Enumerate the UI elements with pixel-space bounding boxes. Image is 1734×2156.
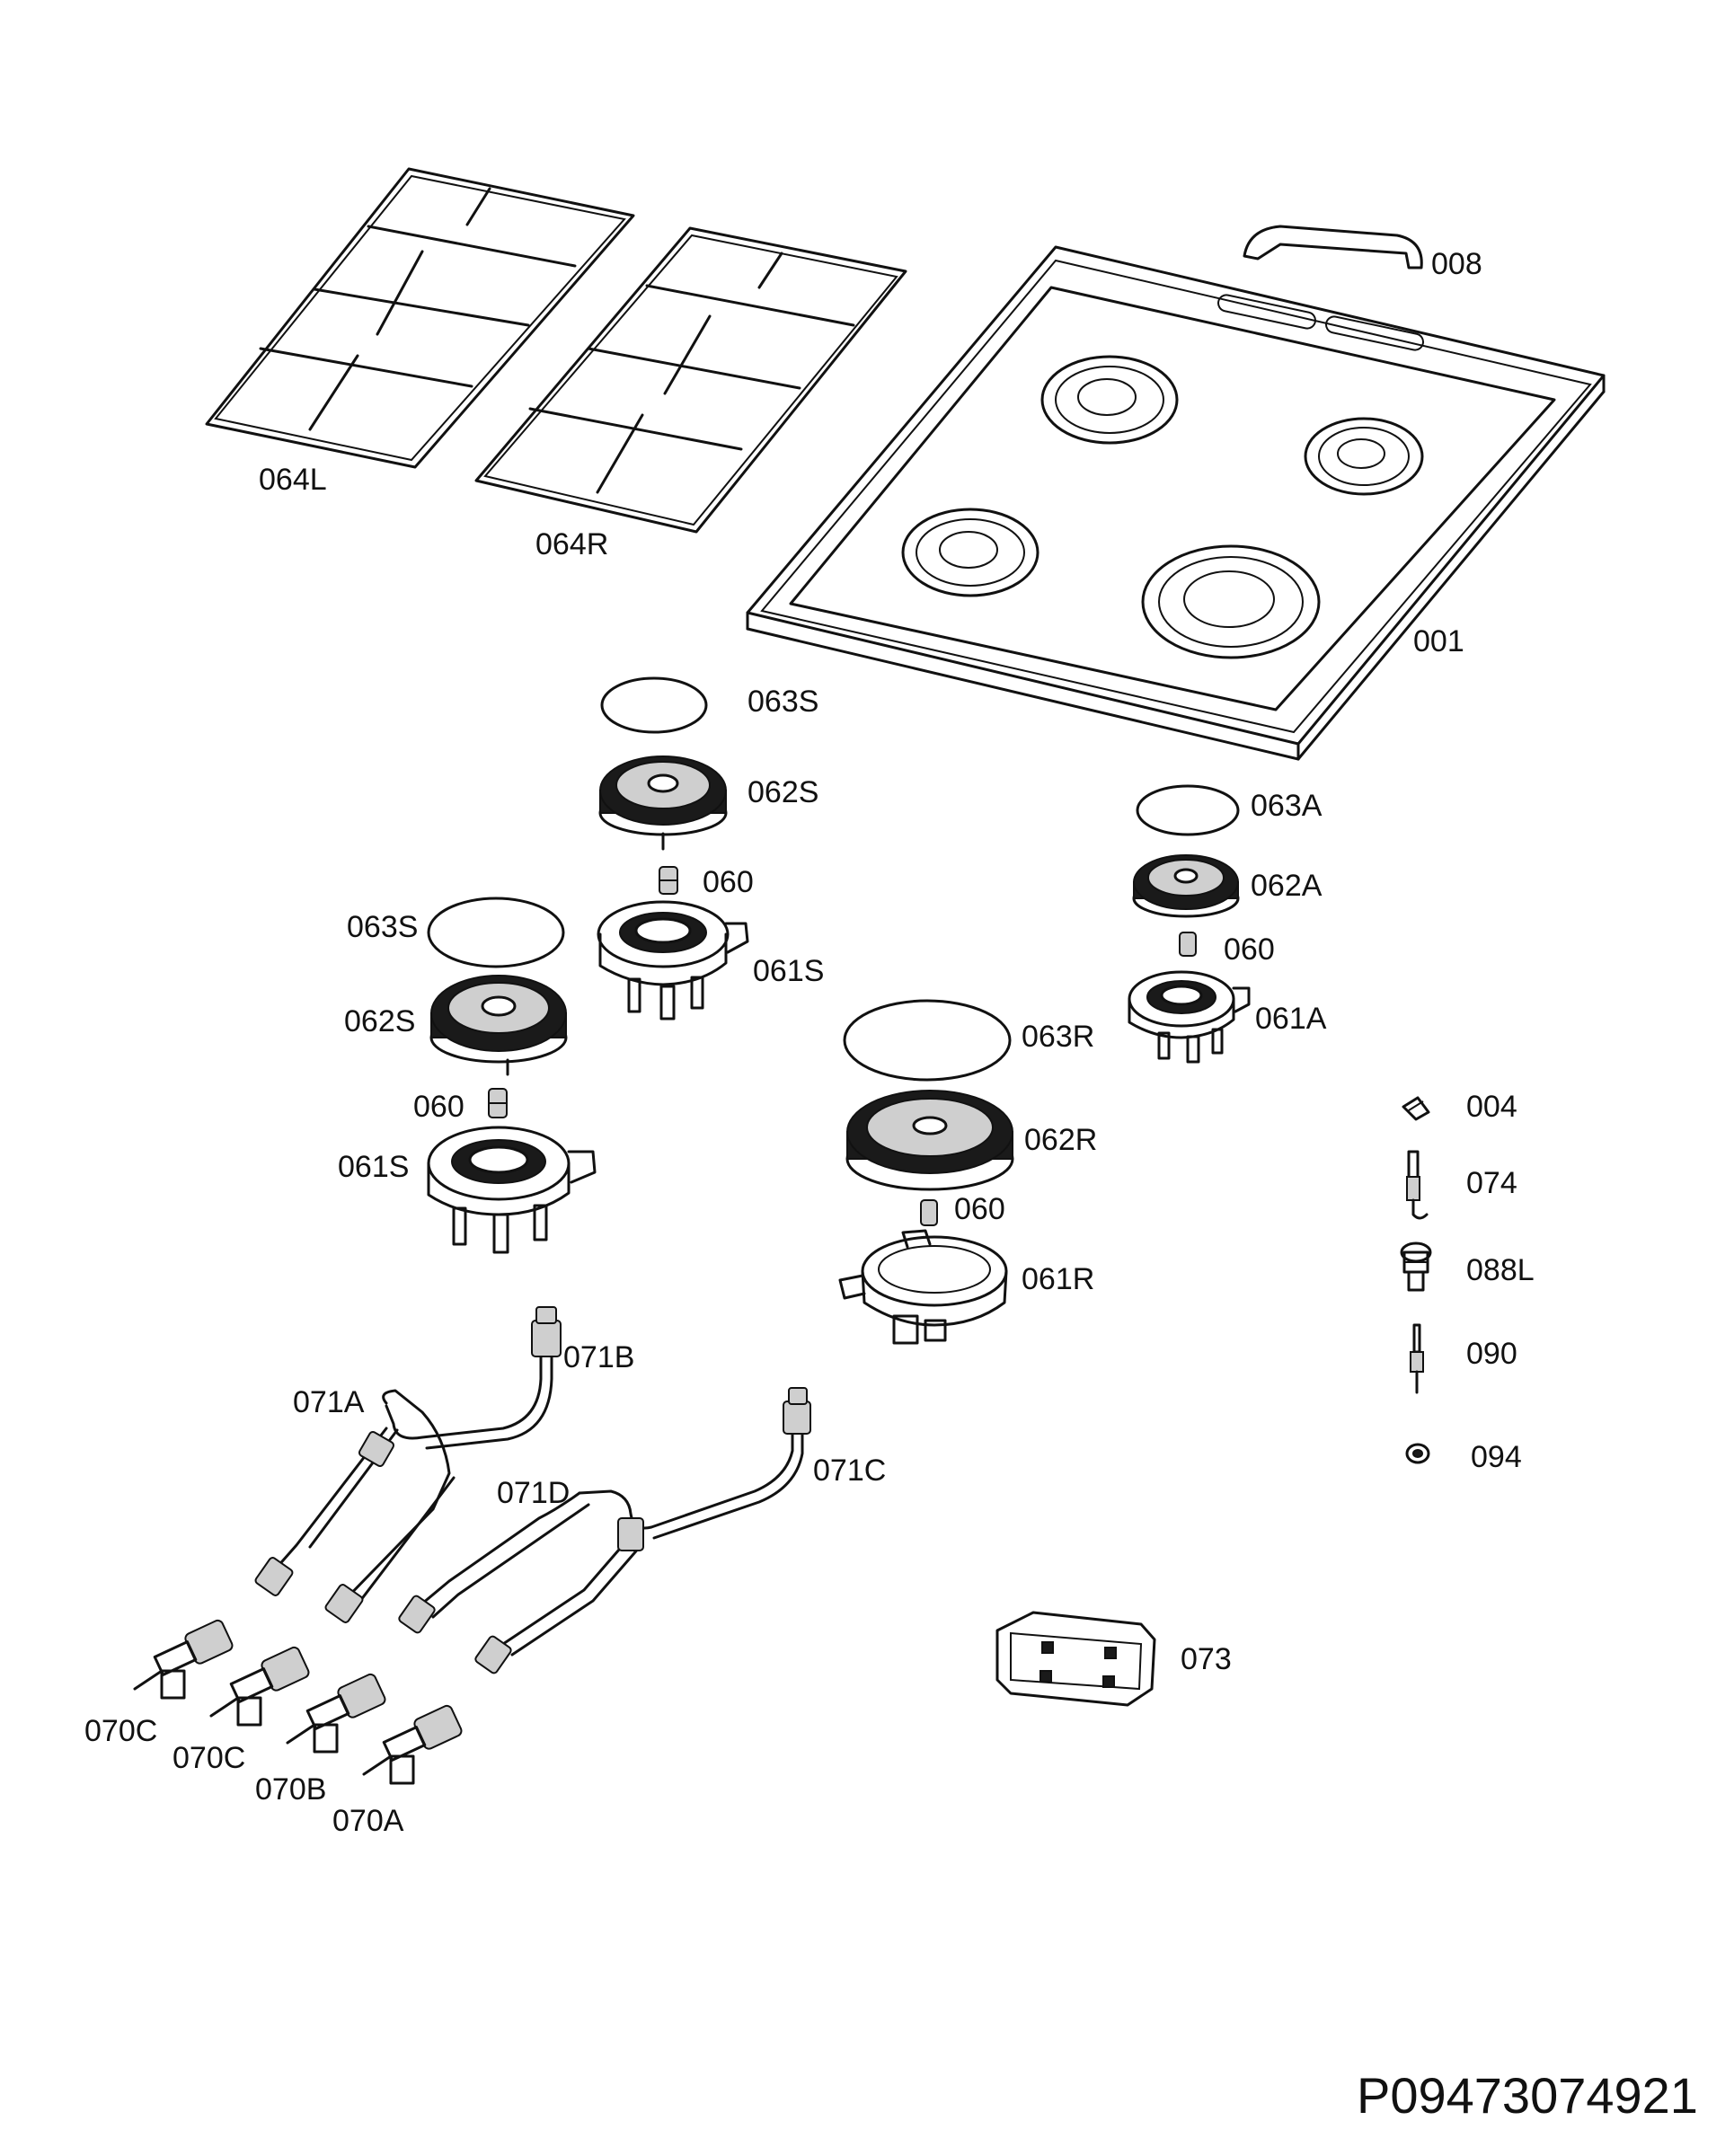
label-070a: 070A <box>332 1804 404 1838</box>
gas-tap-070c-second <box>209 1646 310 1727</box>
label-071c: 071C <box>813 1454 886 1488</box>
label-070c-first: 070C <box>84 1714 157 1748</box>
injector-060-center <box>920 1199 938 1226</box>
label-062r: 062R <box>1024 1123 1097 1157</box>
gas-tap-070a <box>362 1704 463 1785</box>
label-061s-left: 061S <box>338 1150 409 1184</box>
injector-060-right <box>1179 932 1197 957</box>
label-060-upper: 060 <box>703 865 754 899</box>
bracket-073 <box>995 1611 1156 1707</box>
label-061s-upper: 061S <box>753 954 824 988</box>
injector-060-upper <box>659 866 678 895</box>
burner-cap-063s-upper <box>600 676 708 734</box>
label-090: 090 <box>1466 1337 1517 1371</box>
part-090-thermocouple <box>1410 1323 1424 1394</box>
gas-pipe-071c-071d <box>398 1387 811 1674</box>
hob-top-plate <box>746 245 1606 761</box>
burner-base-061s-left <box>427 1126 597 1254</box>
burner-cap-063s-left <box>427 897 565 968</box>
burner-cap-063r <box>843 999 1012 1082</box>
label-071b: 071B <box>563 1340 634 1374</box>
label-071a: 071A <box>293 1385 365 1419</box>
label-073: 073 <box>1181 1642 1232 1676</box>
label-062s-left: 062S <box>344 1004 415 1038</box>
label-063a: 063A <box>1251 789 1323 823</box>
label-070c-second: 070C <box>173 1741 245 1775</box>
burner-crown-062s-upper <box>598 755 728 851</box>
injector-060-left <box>488 1088 508 1118</box>
label-064l: 064L <box>259 463 327 497</box>
label-071d: 071D <box>497 1476 570 1510</box>
gas-pipe-071a-071b <box>254 1306 562 1623</box>
label-008: 008 <box>1431 247 1482 281</box>
burner-base-061a <box>1128 970 1251 1064</box>
part-088l-nut <box>1400 1241 1432 1292</box>
label-063r: 063R <box>1022 1020 1094 1054</box>
part-074-electrode <box>1406 1150 1429 1220</box>
label-062s-upper: 062S <box>748 775 818 809</box>
label-004: 004 <box>1466 1090 1517 1124</box>
label-061a: 061A <box>1255 1002 1327 1036</box>
part-094-washer <box>1405 1443 1430 1464</box>
pan-support-right <box>474 226 907 534</box>
label-060-left: 060 <box>413 1090 464 1124</box>
label-061r: 061R <box>1022 1262 1094 1296</box>
label-060-center: 060 <box>954 1192 1005 1226</box>
label-074: 074 <box>1466 1166 1517 1200</box>
label-062a: 062A <box>1251 869 1323 903</box>
label-070b: 070B <box>255 1772 326 1807</box>
label-063s-left: 063S <box>347 910 418 944</box>
label-063s-upper: 063S <box>748 685 818 719</box>
burner-base-061s-upper <box>597 900 749 1021</box>
top-handle <box>1243 225 1423 270</box>
burner-crown-062a <box>1132 854 1240 918</box>
burner-crown-062s-left <box>429 975 568 1076</box>
pan-support-left <box>205 167 635 469</box>
gas-tap-070b <box>286 1673 386 1754</box>
document-id: P09473074921 <box>1357 2067 1698 2124</box>
gas-tap-070c-first <box>133 1619 234 1700</box>
burner-base-061r <box>838 1229 1008 1345</box>
part-004-clip <box>1402 1096 1430 1121</box>
burner-crown-062r <box>845 1090 1014 1191</box>
label-088l: 088L <box>1466 1253 1535 1287</box>
label-001: 001 <box>1413 624 1464 658</box>
label-064r: 064R <box>535 527 608 561</box>
burner-cap-063a <box>1136 784 1240 836</box>
label-094: 094 <box>1471 1440 1522 1474</box>
label-060-right: 060 <box>1224 932 1275 967</box>
